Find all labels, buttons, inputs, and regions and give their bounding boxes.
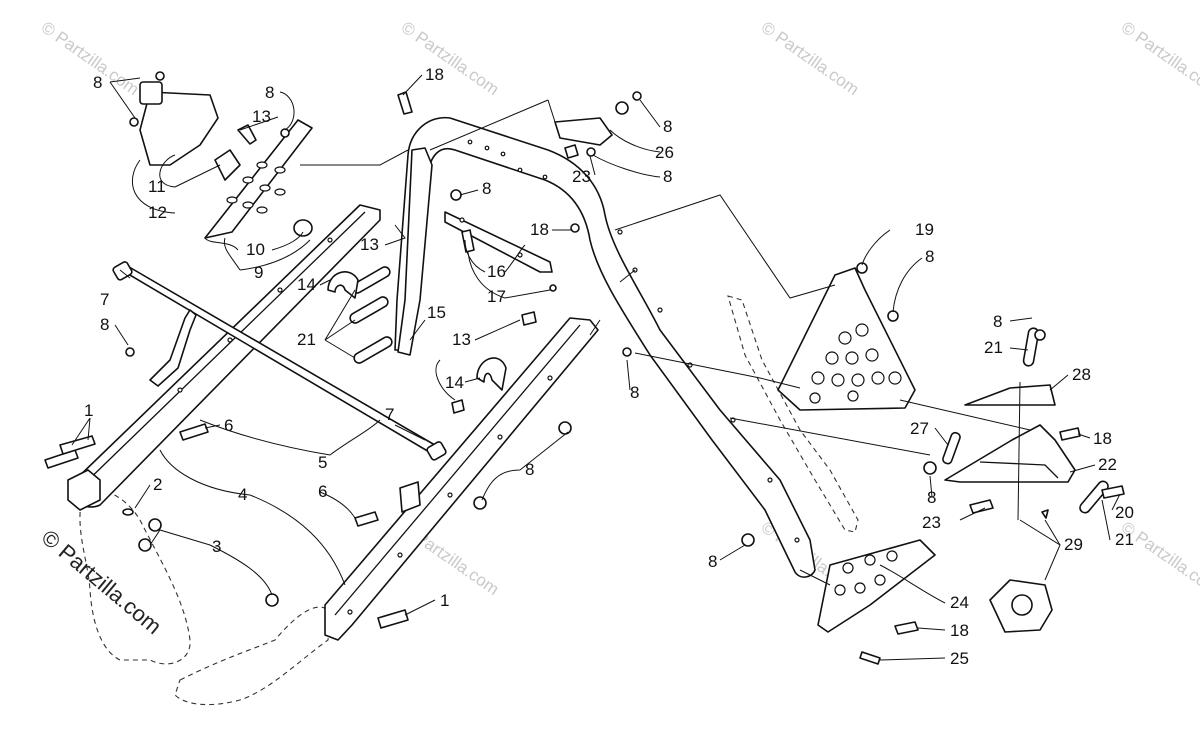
callout-label[interactable]: 25 — [950, 649, 969, 668]
callout-label[interactable]: 3 — [212, 537, 221, 556]
callout-label[interactable]: 13 — [252, 107, 271, 126]
clamp-14-lower — [476, 357, 507, 391]
callout-label[interactable]: 4 — [238, 485, 247, 504]
lower-side-rail — [324, 317, 599, 641]
callout-label[interactable]: 5 — [318, 453, 327, 472]
upper-side-rail — [67, 204, 381, 511]
callout-label[interactable]: 28 — [1072, 365, 1091, 384]
callout-label[interactable]: 2 — [153, 475, 162, 494]
perforated-plate — [204, 119, 313, 239]
callout-label[interactable]: 10 — [246, 240, 265, 259]
callout-label[interactable]: 27 — [910, 419, 929, 438]
callout-label[interactable]: 9 — [254, 263, 263, 282]
main-tube-frame — [394, 116, 816, 578]
callout-label[interactable]: 8 — [265, 83, 274, 102]
callout-label[interactable]: 26 — [655, 143, 674, 162]
callout-label[interactable]: 8 — [93, 73, 102, 92]
callout-label[interactable]: 23 — [572, 167, 591, 186]
actuator-assembly — [989, 579, 1053, 633]
ghost-frame-parts — [79, 295, 859, 706]
callout-label[interactable]: 17 — [487, 287, 506, 306]
watermark: © Partzilla.com — [38, 18, 143, 99]
watermark: © Partzilla.com — [1118, 18, 1200, 99]
callout-label[interactable]: 7 — [100, 290, 109, 309]
callout-labels: 8 8 13 11 12 10 9 18 8 26 23 8 8 13 18 1… — [84, 65, 1134, 668]
callout-label[interactable]: 23 — [922, 513, 941, 532]
callout-label[interactable]: 8 — [663, 167, 672, 186]
callout-label[interactable]: 19 — [915, 220, 934, 239]
bracket-22 — [944, 424, 1076, 483]
callout-label[interactable]: 21 — [297, 330, 316, 349]
cross-tube — [112, 261, 447, 461]
callout-label[interactable]: 6 — [318, 482, 327, 501]
callout-label[interactable]: 13 — [452, 330, 471, 349]
callout-label[interactable]: 18 — [425, 65, 444, 84]
callout-label[interactable]: 22 — [1098, 455, 1117, 474]
callout-label[interactable]: 11 — [148, 177, 166, 196]
callout-label[interactable]: 14 — [445, 373, 464, 392]
callout-label[interactable]: 8 — [630, 383, 639, 402]
module-assembly — [129, 71, 241, 181]
callout-label[interactable]: 8 — [663, 117, 672, 136]
callout-label[interactable]: 8 — [993, 312, 1002, 331]
callout-label[interactable]: 8 — [927, 488, 936, 507]
slotted-straps — [349, 266, 1109, 514]
callout-label[interactable]: 15 — [427, 303, 446, 322]
leader-lines — [71, 74, 1121, 661]
watermark: © Partzilla.com — [758, 18, 863, 99]
callout-label[interactable]: 24 — [950, 593, 969, 612]
callout-label[interactable]: 8 — [100, 315, 109, 334]
callout-label[interactable]: 20 — [1115, 503, 1134, 522]
callout-label[interactable]: 6 — [224, 416, 233, 435]
plate-19 — [777, 267, 916, 411]
plate-24 — [817, 539, 936, 633]
callout-label[interactable]: 29 — [1064, 535, 1083, 554]
callout-label[interactable]: 8 — [708, 552, 717, 571]
bracket-28 — [964, 384, 1056, 406]
callout-label[interactable]: 18 — [950, 621, 969, 640]
callout-label[interactable]: 1 — [440, 591, 449, 610]
callout-label[interactable]: 21 — [984, 338, 1003, 357]
callout-label[interactable]: 1 — [84, 401, 93, 420]
callout-label[interactable]: 7 — [385, 405, 394, 424]
callout-label[interactable]: 8 — [482, 179, 491, 198]
callout-label[interactable]: 16 — [487, 262, 506, 281]
clamp-14-upper — [327, 271, 359, 299]
callout-label[interactable]: 13 — [360, 235, 379, 254]
callout-label[interactable]: 8 — [925, 247, 934, 266]
watermark: © Partzilla.com — [398, 18, 503, 99]
callout-label[interactable]: 14 — [297, 275, 316, 294]
fasteners — [44, 91, 1125, 665]
callout-label[interactable]: 18 — [530, 220, 549, 239]
callout-label[interactable]: 12 — [148, 203, 167, 222]
callout-label[interactable]: 18 — [1093, 429, 1112, 448]
callout-label[interactable]: 21 — [1115, 530, 1134, 549]
callout-label[interactable]: 8 — [525, 460, 534, 479]
